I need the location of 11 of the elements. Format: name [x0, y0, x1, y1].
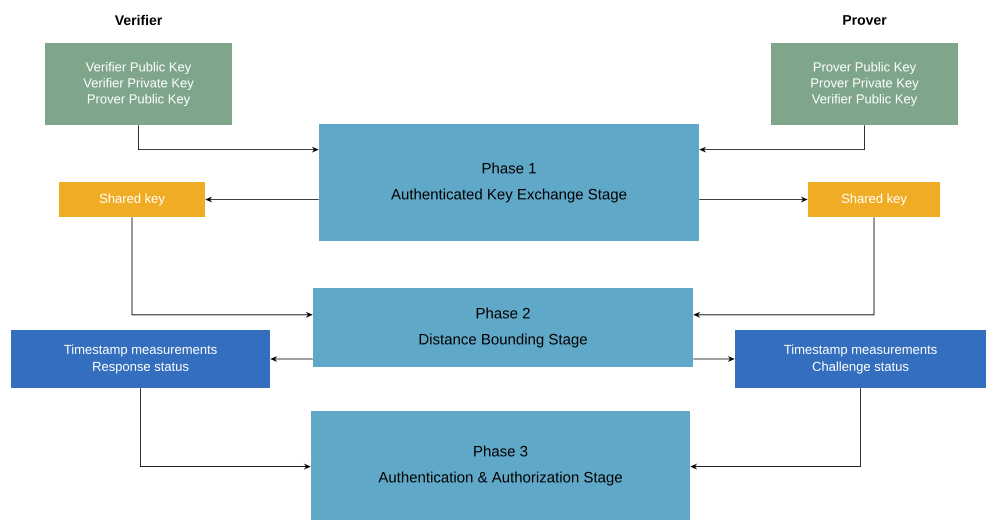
shared-key-box: Shared key: [808, 182, 940, 217]
column-heading: Verifier: [114, 14, 162, 26]
key-box: Verifier Public Key Verifier Private Key Prover Public Key: [45, 43, 232, 125]
status-box: Timestamp measurements Challenge status: [735, 330, 986, 388]
shared-key-box: Shared key: [59, 182, 205, 217]
status-box: Timestamp measurements Response status: [11, 330, 270, 388]
phase-box: Phase 3 Authentication & Authorization Stage: [311, 411, 690, 520]
key-box: Prover Public Key Prover Private Key Verifier Public Key: [771, 43, 958, 125]
phase-box: Phase 1 Authenticated Key Exchange Stage: [319, 124, 699, 241]
column-heading: Prover: [843, 15, 886, 25]
phase-box: Phase 2 Distance Bounding Stage: [313, 288, 693, 367]
